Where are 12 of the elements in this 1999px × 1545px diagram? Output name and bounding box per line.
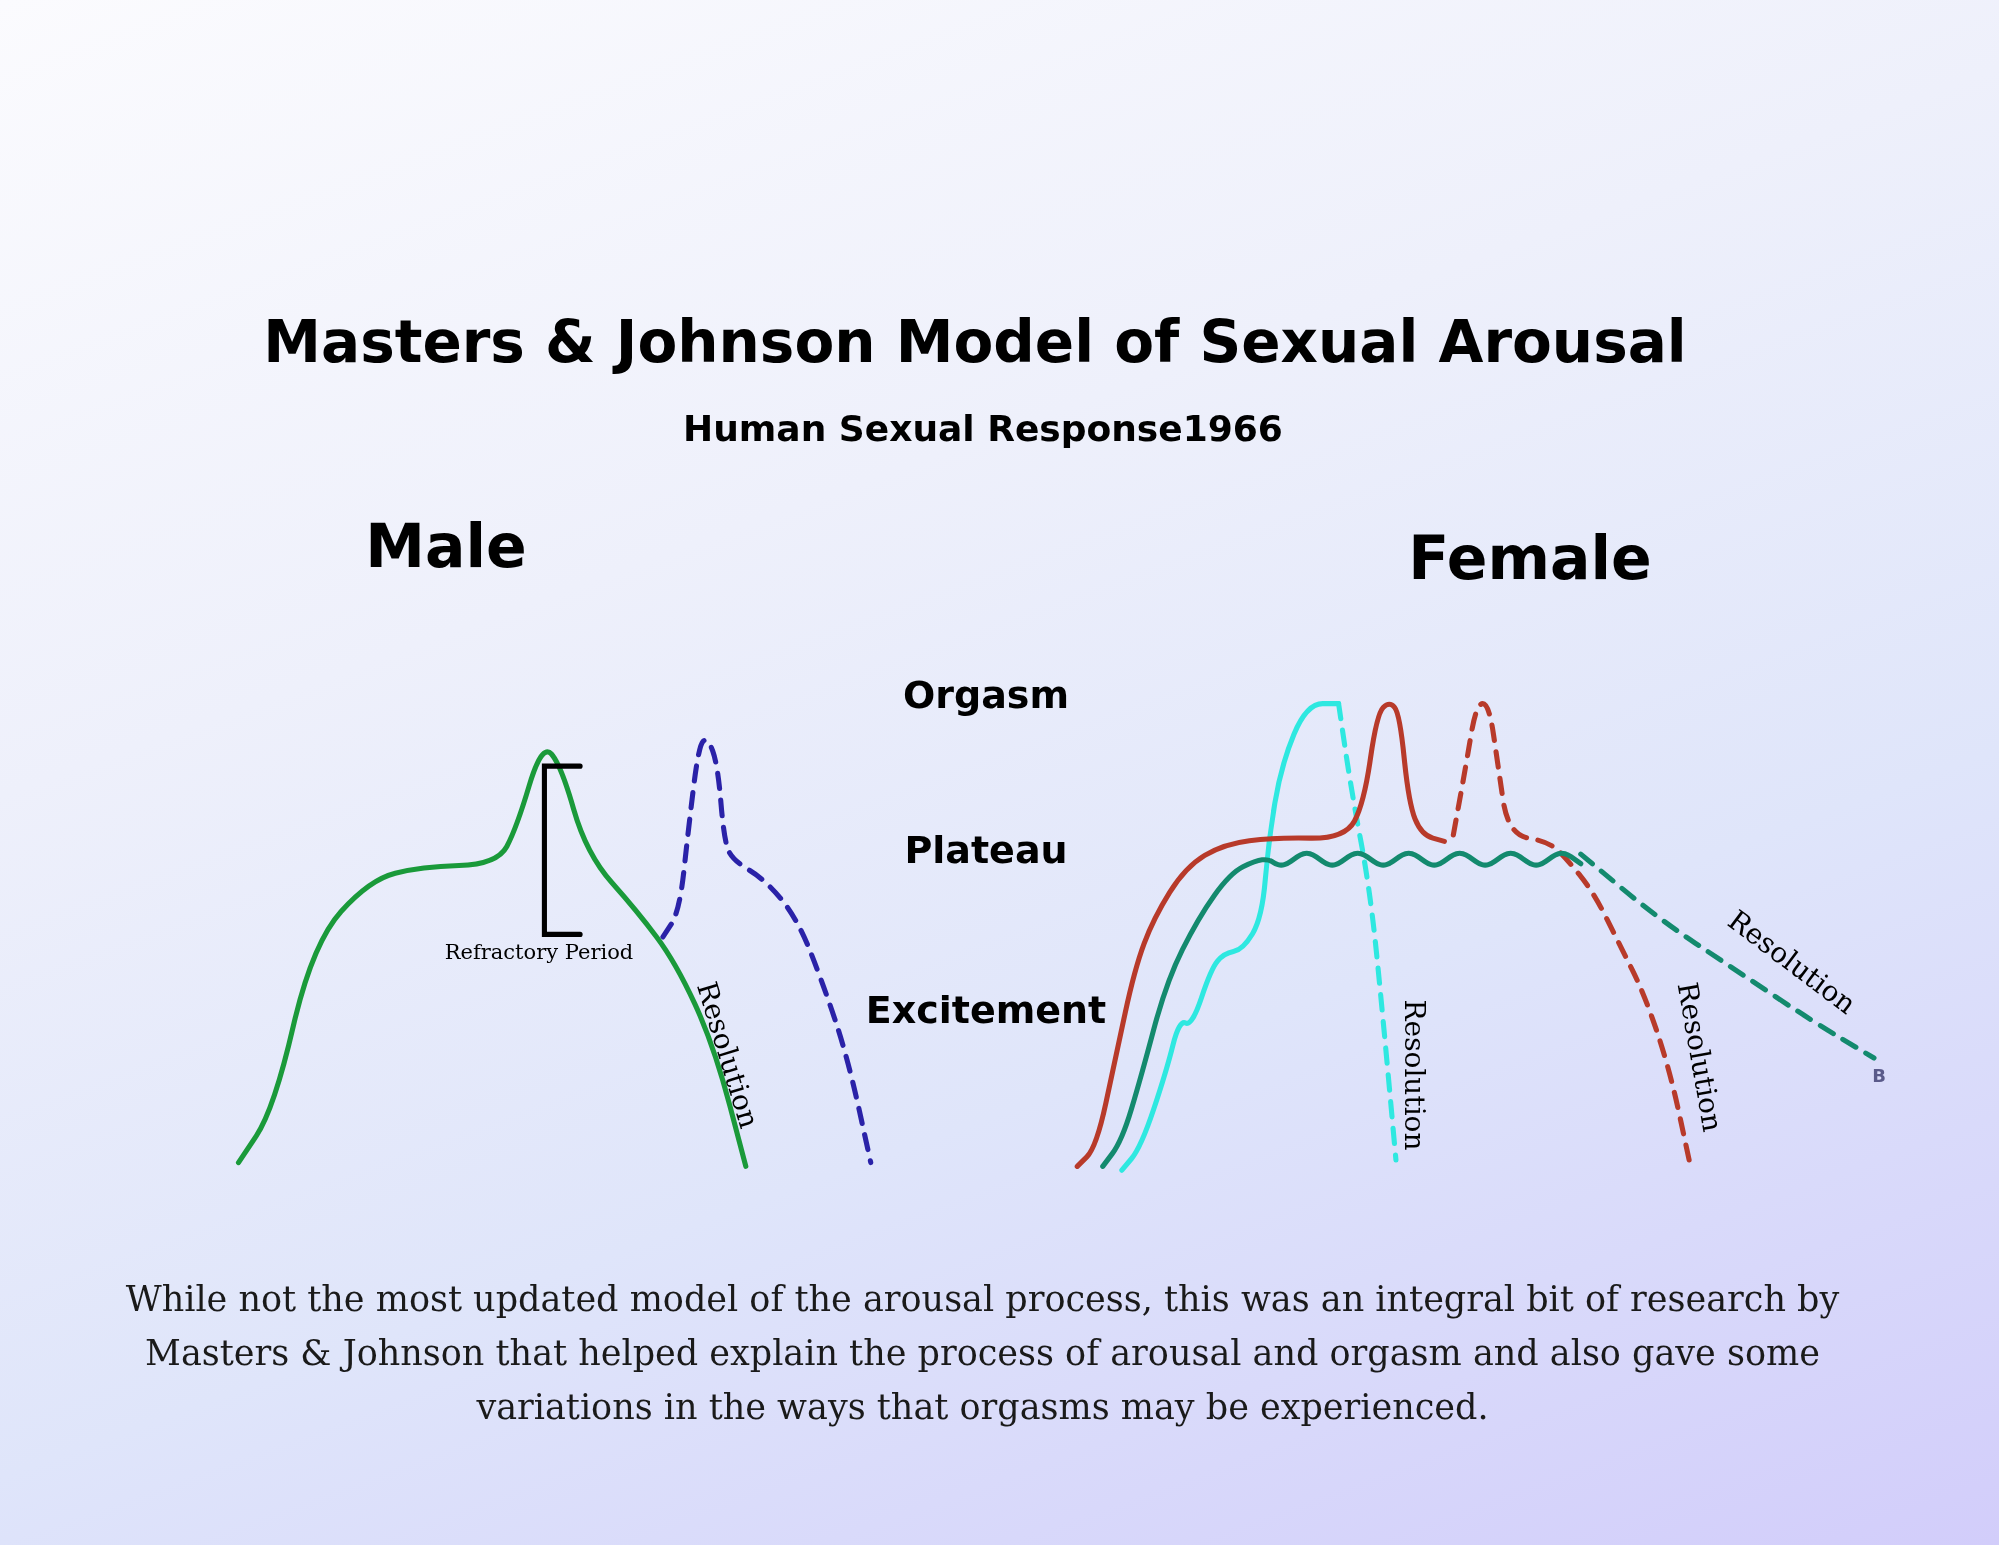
- phase-label: Orgasm: [902, 673, 1070, 717]
- phase-label: Excitement: [865, 988, 1107, 1032]
- title: Masters & Johnson Model of Sexual Arousal: [263, 308, 1687, 376]
- curve-label: Resolution: [1397, 999, 1431, 1151]
- curve-label: Refractory Period: [444, 940, 634, 964]
- curve-label: Resolution: [1670, 979, 1730, 1135]
- curve-label: B: [1872, 1064, 1886, 1086]
- panel-heading: Male: [365, 511, 527, 581]
- phase-label: Plateau: [904, 828, 1068, 872]
- subtitle: Human Sexual Response1966: [683, 407, 1283, 449]
- panel-heading: Female: [1408, 523, 1652, 593]
- caption: While not the most updated model of the arousal process, this was an integral bit of research by Masters & Johnson that helped explain the process of arousal and orgasm and also gave some variations in the ways that orgasms may be experienced.: [124, 1278, 1841, 1429]
